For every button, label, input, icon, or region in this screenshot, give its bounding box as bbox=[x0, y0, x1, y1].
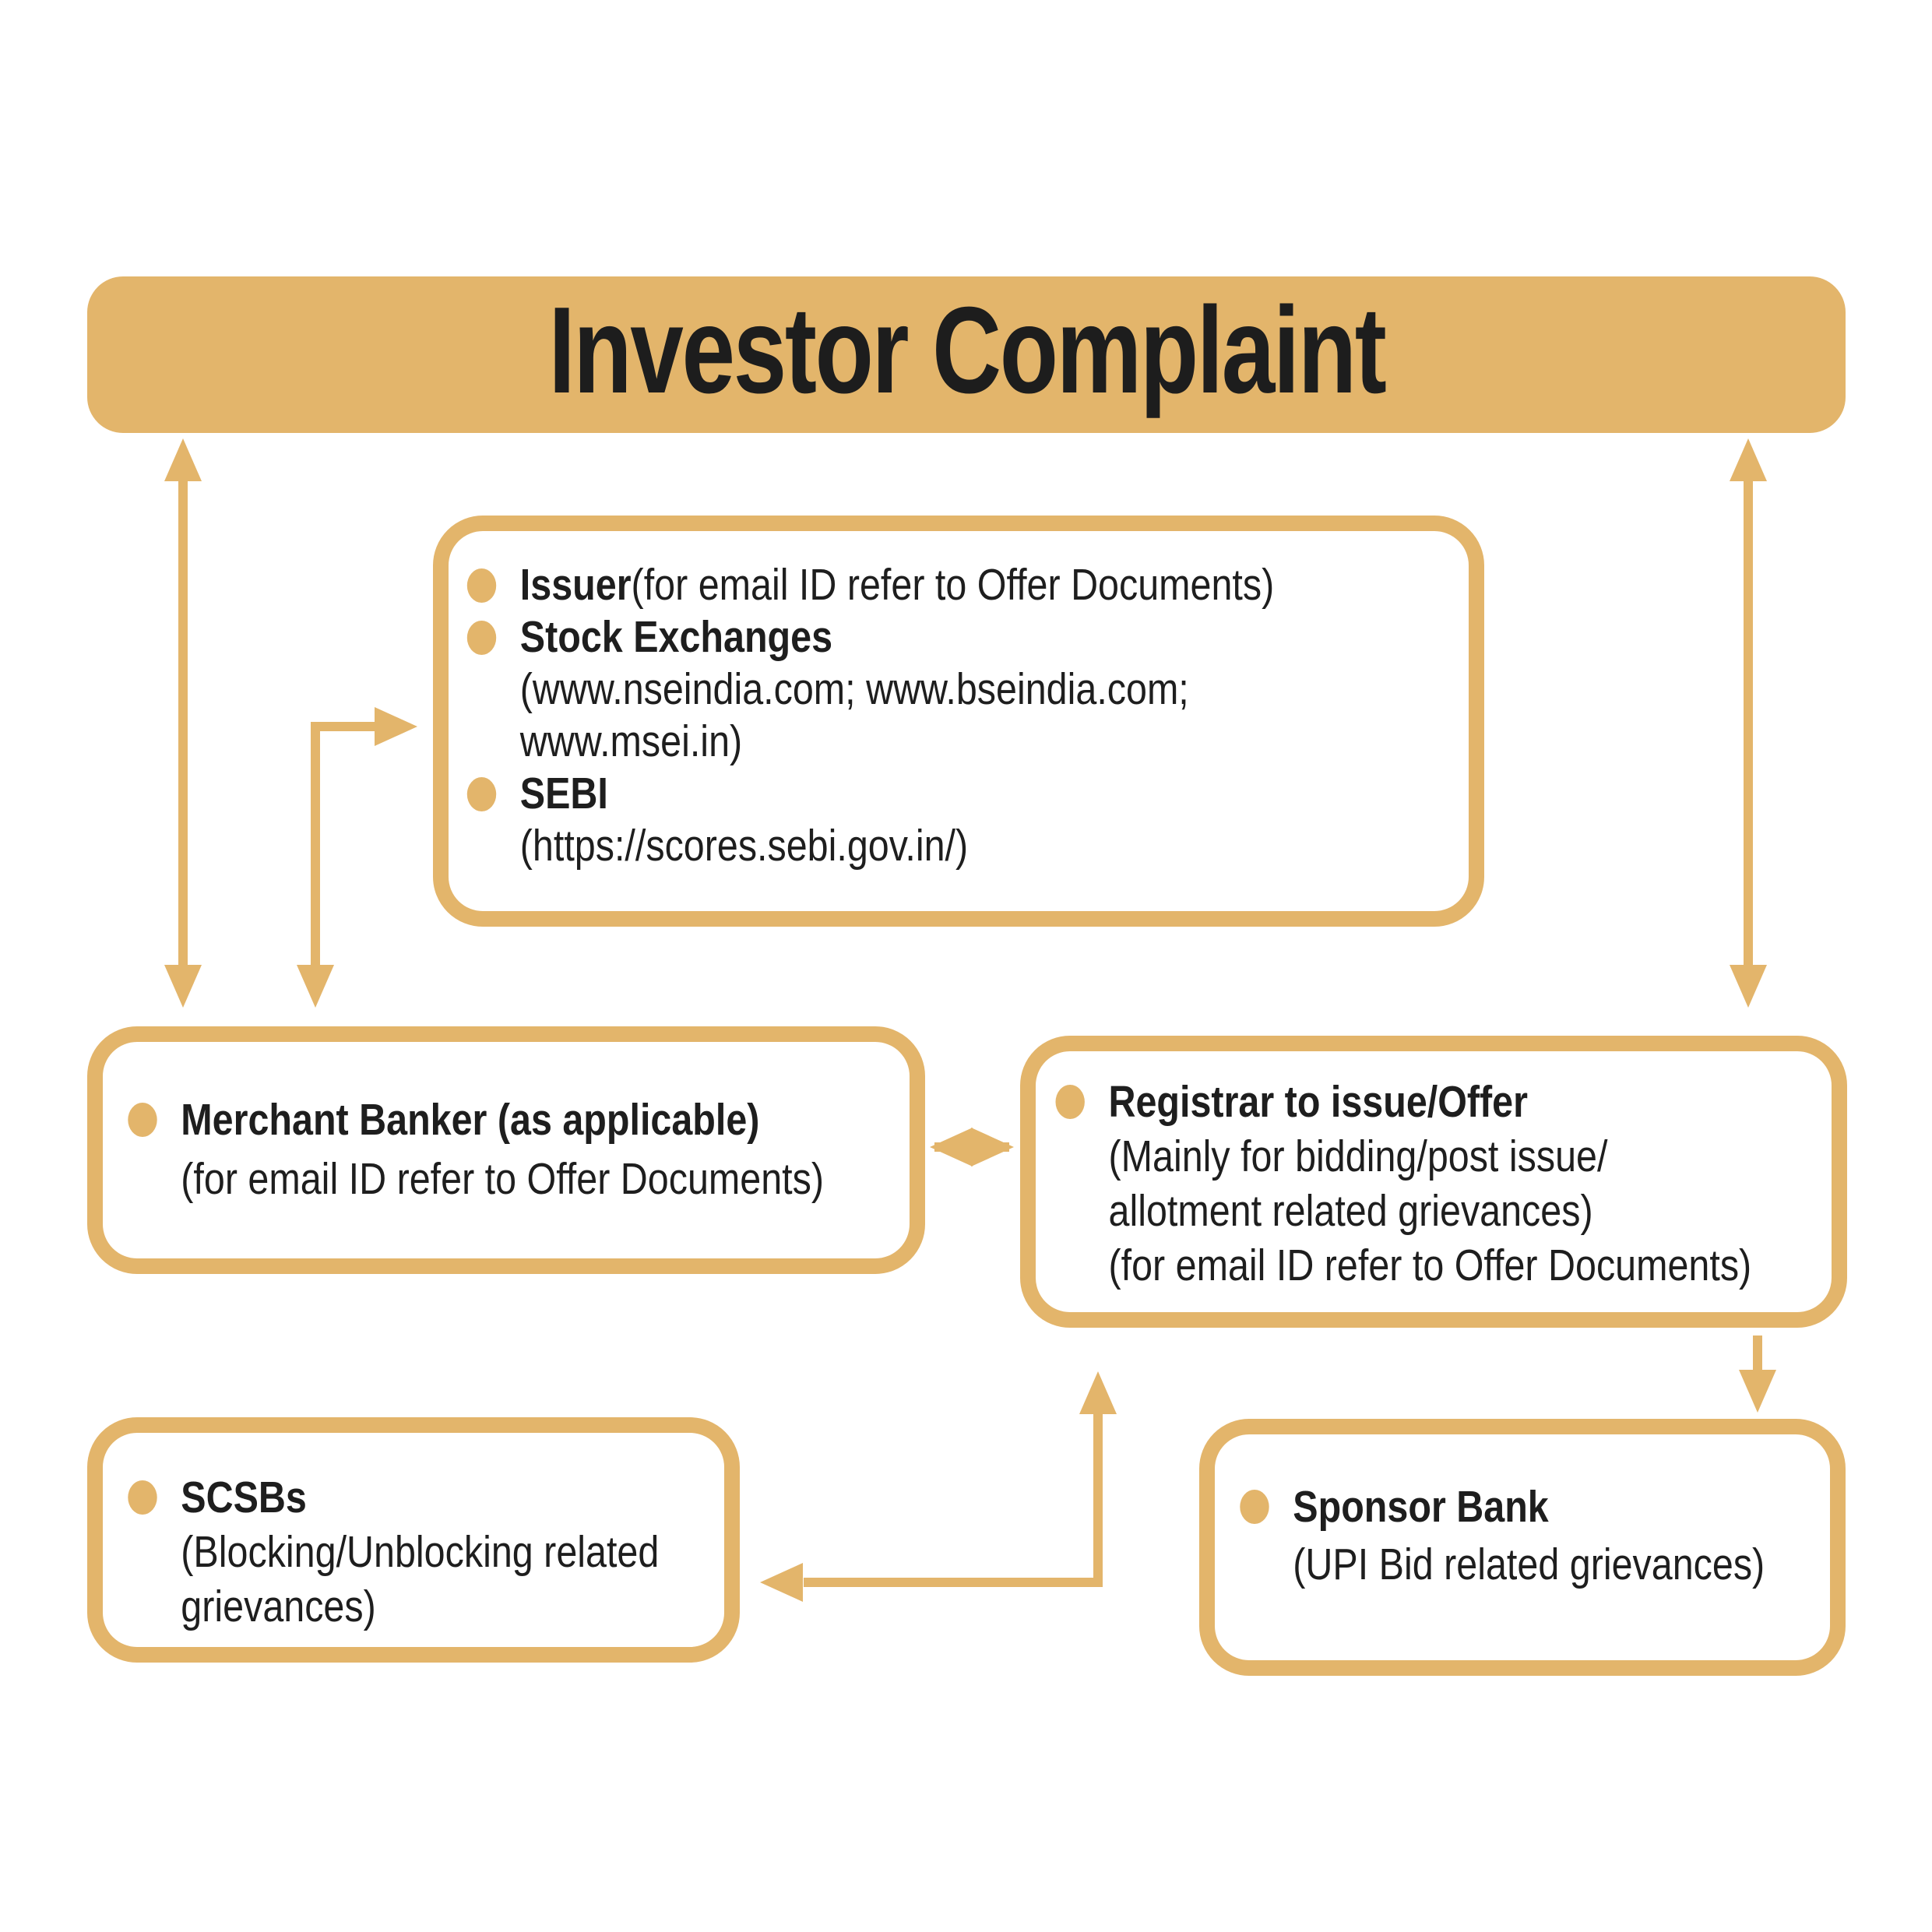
list-item: www.msei.in) bbox=[519, 716, 743, 766]
merchant-banker-box: Merchant Banker (as applicable) (for ema… bbox=[87, 1026, 925, 1274]
list-item: (Blocking/Unblocking related bbox=[181, 1527, 660, 1577]
arrowhead-up-icon bbox=[1079, 1371, 1117, 1414]
list-item: SCSBs bbox=[128, 1470, 618, 1525]
scsbs-box: SCSBs (Blocking/Unblocking related griev… bbox=[87, 1417, 740, 1663]
bullet-icon bbox=[466, 776, 497, 811]
arrowhead-down-icon bbox=[164, 965, 202, 1008]
list-item: (Mainly for bidding/post issue/ bbox=[1108, 1131, 1608, 1181]
arrowhead-right-icon bbox=[971, 1128, 1014, 1167]
sponsor-bank-box: Sponsor Bank (UPI Bid related grievances… bbox=[1199, 1419, 1846, 1676]
list-item: grievances) bbox=[181, 1582, 376, 1631]
bullet-icon bbox=[1240, 1490, 1269, 1524]
list-item: Merchant Banker (as applicable) bbox=[128, 1090, 775, 1149]
arrowhead-down-icon bbox=[1739, 1370, 1776, 1413]
list-item: Stock Exchanges bbox=[466, 611, 1303, 663]
bullet-icon bbox=[466, 620, 497, 655]
list-item: (for email ID refer to Offer Documents) bbox=[181, 1154, 824, 1204]
list-item: SEBI bbox=[466, 768, 1303, 820]
page-title: Investor Complaint bbox=[547, 282, 1386, 419]
arrowhead-left-icon bbox=[930, 1128, 973, 1167]
registrar-box: Registrar to issue/Offer (Mainly for bid… bbox=[1020, 1036, 1847, 1328]
arrowhead-left-icon bbox=[760, 1563, 803, 1602]
arrowhead-up-icon bbox=[1730, 438, 1767, 481]
arrow-line-escalation-merchant bbox=[311, 722, 375, 972]
list-item: Issuer (for email ID refer to Offer Docu… bbox=[466, 559, 1303, 611]
list-item: (www.nseindia.com; www.bseindia.com; bbox=[519, 664, 1189, 714]
list-item: Registrar to issue/Offer bbox=[1055, 1075, 1699, 1129]
title-banner: Investor Complaint bbox=[87, 276, 1846, 433]
bullet-icon bbox=[128, 1480, 157, 1515]
list-item: Sponsor Bank bbox=[1240, 1478, 1724, 1536]
bullet-icon bbox=[128, 1103, 157, 1137]
bullet-icon bbox=[466, 568, 497, 603]
arrowhead-down-icon bbox=[1730, 965, 1767, 1008]
list-item: (UPI Bid related grievances) bbox=[1293, 1540, 1765, 1589]
arrowhead-right-icon bbox=[375, 707, 417, 746]
arrow-line-registrar-scsbs bbox=[804, 1414, 1103, 1587]
list-item: (https://scores.sebi.gov.in/) bbox=[519, 821, 969, 871]
arrowhead-down-icon bbox=[297, 965, 334, 1008]
arrowhead-up-icon bbox=[164, 438, 202, 481]
list-item: allotment related grievances) bbox=[1108, 1186, 1593, 1236]
escalation-box: Issuer (for email ID refer to Offer Docu… bbox=[433, 516, 1484, 927]
list-item: (for email ID refer to Offer Documents) bbox=[1108, 1240, 1752, 1290]
bullet-icon bbox=[1055, 1085, 1085, 1119]
